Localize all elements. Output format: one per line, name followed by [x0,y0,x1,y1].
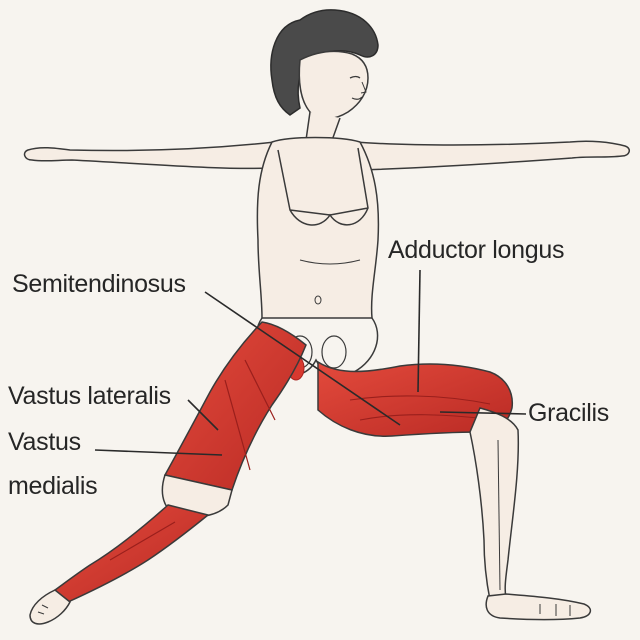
left-thigh-muscles [163,321,307,491]
head [298,50,369,120]
label-gracilis: Gracilis [528,399,609,427]
left-arm [23,141,276,170]
right-foot [485,593,592,621]
label-vastus-medialis-line1: Vastus [8,428,81,456]
left-foot [29,589,71,625]
right-arm [354,140,630,171]
right-shin [469,407,520,601]
sports-bra [277,147,369,226]
label-semitendinosus: Semitendinosus [12,270,186,298]
leader-vastus-medialis [94,449,223,456]
torso [256,136,380,319]
label-vastus-lateralis: Vastus lateralis [8,382,171,410]
label-vastus-medialis-line2: medialis [8,472,98,500]
leader-semitendinosus [204,291,401,426]
right-thigh-muscles [317,360,514,437]
leader-gracilis [439,411,527,415]
leader-vastus-lateralis [187,399,219,431]
left-calf-muscles [53,504,210,603]
leader-adductor-longus [417,269,421,393]
leader-lines [94,269,527,456]
label-adductor-longus: Adductor longus [388,236,565,264]
